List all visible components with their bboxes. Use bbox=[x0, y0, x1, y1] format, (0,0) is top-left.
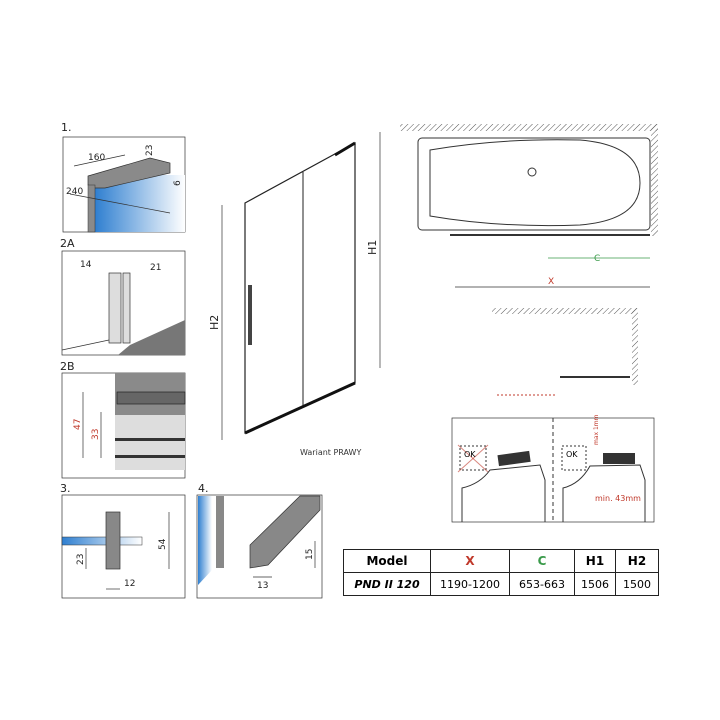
header-h2: H2 bbox=[615, 549, 659, 573]
dim-47: 47 bbox=[73, 419, 83, 430]
dim-23b: 23 bbox=[76, 554, 86, 565]
detail-1: 1. 160 23 6 240 bbox=[61, 121, 186, 233]
detail-3: 3. 54 23 12 bbox=[60, 482, 186, 599]
dim-14: 14 bbox=[80, 260, 92, 270]
cell-h2: 1500 bbox=[615, 572, 659, 596]
dim-33: 33 bbox=[91, 429, 101, 440]
bathtub-top-view: C X bbox=[400, 124, 658, 396]
header-c: C bbox=[509, 549, 575, 573]
header-model: Model bbox=[343, 549, 431, 573]
dim-21: 21 bbox=[150, 263, 161, 273]
dim-54: 54 bbox=[158, 538, 168, 550]
ok-check: OK bbox=[566, 450, 578, 459]
dim-x: X bbox=[548, 277, 554, 287]
dim-12: 12 bbox=[124, 579, 135, 589]
detail-2b: 2B 47 33 bbox=[60, 360, 186, 479]
detail-2a-label: 2A bbox=[60, 237, 75, 250]
dim-23: 23 bbox=[145, 145, 155, 156]
variant-label: Wariant PRAWY bbox=[300, 448, 361, 457]
dim-15: 15 bbox=[305, 549, 315, 560]
header-h1: H1 bbox=[574, 549, 616, 573]
door-drawing: H2 H1 Wariant PRAWY bbox=[208, 132, 381, 457]
detail-2b-label: 2B bbox=[60, 360, 75, 373]
detail-4-label: 4. bbox=[198, 482, 209, 495]
dim-h1: H1 bbox=[366, 240, 379, 255]
dim-160: 160 bbox=[88, 153, 105, 163]
header-x: X bbox=[430, 549, 510, 573]
detail-4: 4. 13 15 bbox=[196, 482, 323, 599]
cell-model: PND II 120 bbox=[343, 572, 431, 596]
dim-h2: H2 bbox=[208, 315, 221, 330]
spec-table: Model X C H1 H2 PND II 120 1190-1200 653… bbox=[343, 549, 659, 596]
detail-1-label: 1. bbox=[61, 121, 72, 134]
min-43mm: min. 43mm bbox=[595, 494, 641, 503]
max-1mm: max 1mm bbox=[593, 414, 600, 445]
dim-c: C bbox=[594, 254, 600, 264]
dim-6: 6 bbox=[173, 180, 183, 186]
detail-3-label: 3. bbox=[60, 482, 71, 495]
cell-x: 1190-1200 bbox=[430, 572, 510, 596]
door-handle bbox=[248, 285, 252, 345]
dim-240: 240 bbox=[66, 187, 83, 197]
table-header-row: Model X C H1 H2 bbox=[343, 549, 659, 573]
dim-13: 13 bbox=[257, 581, 268, 591]
ok-crossed: OK bbox=[464, 450, 476, 459]
cell-c: 653-663 bbox=[509, 572, 575, 596]
installation-guide: OK OK max 1mm min. 43mm bbox=[451, 414, 655, 523]
cell-h1: 1506 bbox=[574, 572, 616, 596]
table-row: PND II 120 1190-1200 653-663 1506 1500 bbox=[343, 572, 659, 596]
detail-2a: 2A 14 21 bbox=[60, 237, 186, 356]
